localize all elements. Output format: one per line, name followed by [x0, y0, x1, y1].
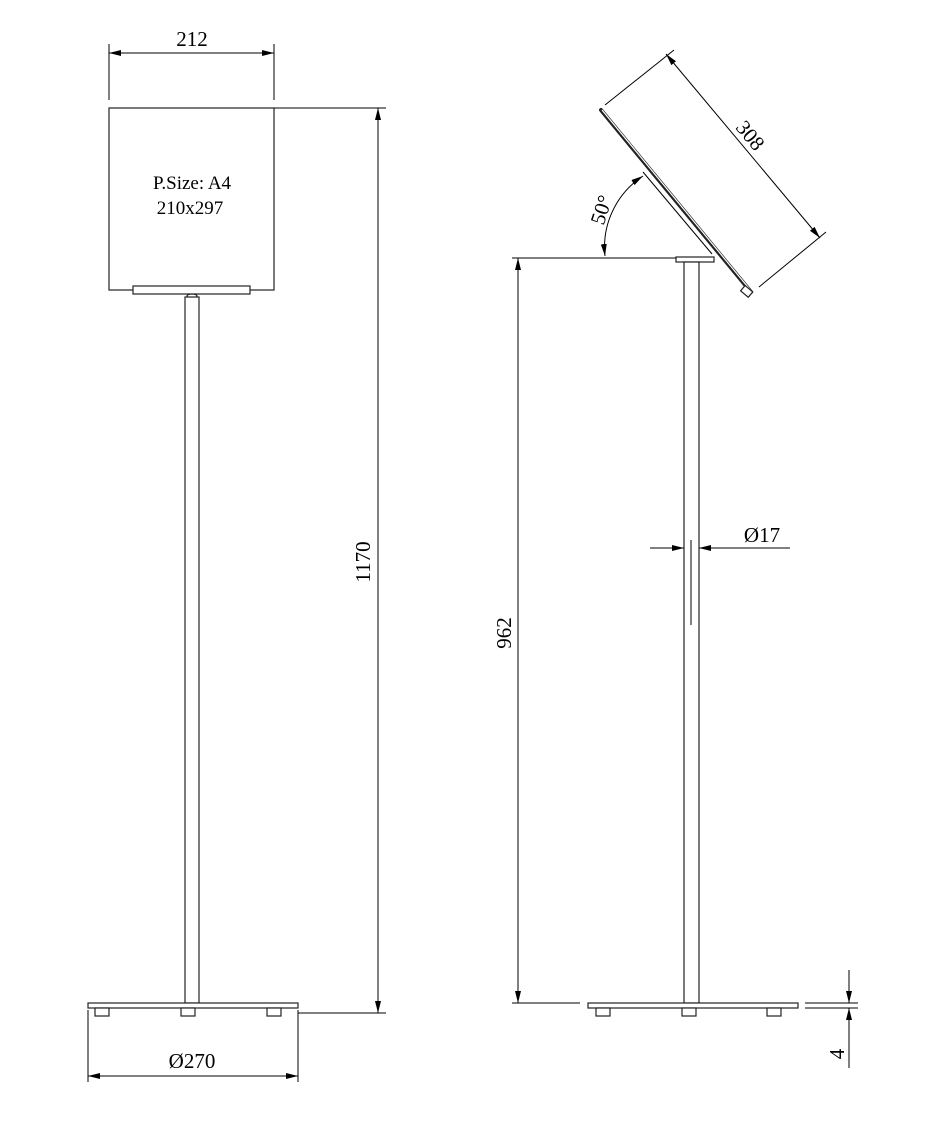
- base-plate: [87, 1002, 299, 1009]
- base-feet: [94, 1007, 282, 1017]
- base-diameter-label: Ø270: [169, 1049, 216, 1073]
- paper-dimensions-label: 210x297: [157, 198, 224, 219]
- panel-length-label: 308: [731, 116, 770, 156]
- tilt-angle-label: 50°: [585, 192, 617, 227]
- base-plate: [587, 1002, 799, 1009]
- base-thickness-dimension: 4: [805, 970, 858, 1068]
- pole: [184, 296, 200, 1004]
- base-thickness-label: 4: [825, 1048, 849, 1059]
- tilt-bracket: [675, 256, 715, 263]
- pole-height-dimension: 962: [492, 258, 580, 1004]
- height-dimension: 1170: [274, 107, 386, 1014]
- pole-diameter-label: Ø17: [744, 523, 780, 547]
- panel-ledge: [739, 284, 754, 299]
- tilted-panel: [599, 108, 753, 294]
- panel-tray: [132, 285, 251, 295]
- front-view: P.Size: A4 210x297 212 1170 Ø270: [87, 27, 386, 1082]
- base-diameter-dimension: Ø270: [87, 1010, 299, 1082]
- width-dimension: 212: [108, 27, 275, 100]
- height-dimension-label: 1170: [351, 541, 375, 582]
- sign-panel: [108, 107, 275, 291]
- pole-diameter-dimension: Ø17: [650, 523, 790, 625]
- base-feet: [595, 1007, 782, 1017]
- pole: [683, 261, 700, 1004]
- tilt-angle-dimension: 50°: [512, 175, 676, 259]
- panel-bracket: [642, 171, 713, 255]
- paper-size-label: P.Size: A4: [153, 173, 232, 194]
- width-dimension-label: 212: [176, 27, 208, 51]
- side-view: 308 50° 962 Ø17 4: [492, 49, 858, 1068]
- pole-height-label: 962: [492, 617, 516, 649]
